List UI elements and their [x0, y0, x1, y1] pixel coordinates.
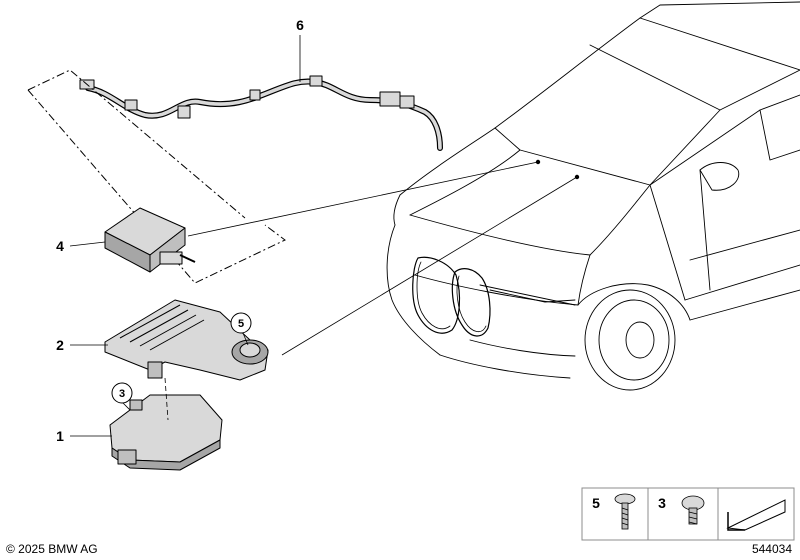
control-unit-part-4 — [104, 207, 196, 273]
wiring-harness-part-6 — [79, 75, 443, 151]
legend-number-5: 5 — [592, 495, 600, 511]
direction-arrow-icon — [726, 499, 786, 531]
diagram-number: 544034 — [752, 542, 792, 556]
callout-3: 3 — [119, 388, 125, 400]
callout-5: 5 — [238, 318, 244, 330]
copyright: © 2025 BMW AG — [6, 542, 98, 556]
callout-6: 6 — [296, 17, 304, 33]
leader-dot — [535, 159, 541, 165]
screw-5-icon — [614, 493, 636, 530]
vehicle-outline — [386, 1, 800, 391]
callout-1: 1 — [56, 428, 64, 444]
sensor-module-part-1 — [109, 394, 223, 471]
leader-lines — [69, 35, 578, 437]
legend-box-3 — [647, 487, 719, 541]
legend-number-3: 3 — [658, 495, 666, 511]
fastener-legend: 5 3 — [581, 487, 795, 541]
callout-5-circle — [230, 312, 252, 334]
legend-box-5 — [581, 487, 649, 541]
callout-3-circle — [111, 382, 133, 404]
callout-2: 2 — [56, 337, 64, 353]
bracket-part-2 — [104, 299, 269, 381]
group-frame-dashed — [27, 69, 286, 284]
leader-dot — [574, 174, 580, 180]
callout-4: 4 — [56, 238, 64, 254]
screw-3-icon — [681, 495, 705, 525]
